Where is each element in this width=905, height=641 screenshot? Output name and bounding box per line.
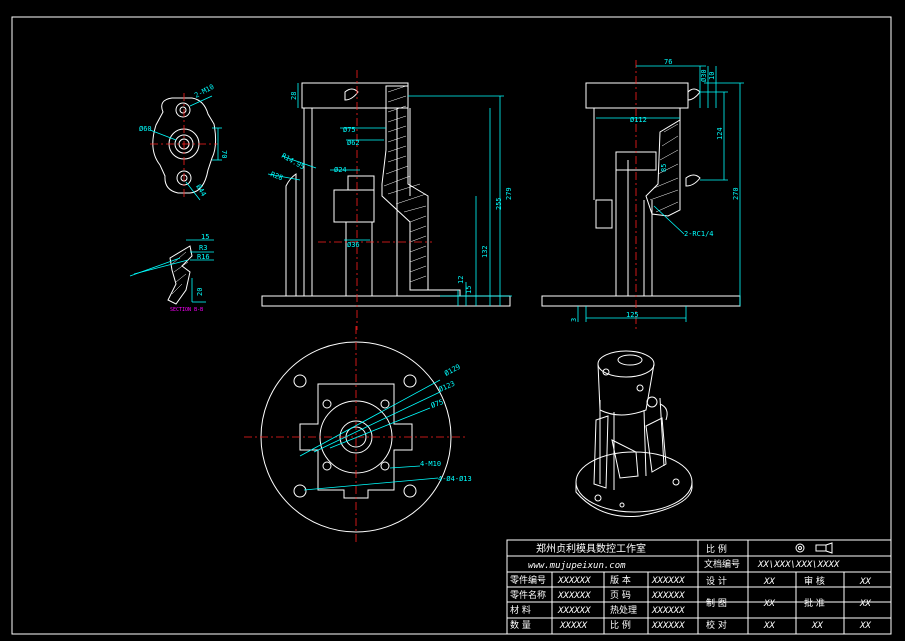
dim-70: 70 [220,150,228,158]
dim-28: 28 [290,92,298,100]
row1-value2: XXXXXX [651,576,685,586]
row1-label4: 审 核 [804,575,825,587]
row1-value1: XXXXXX [557,576,591,586]
row4-value3: XX [763,621,775,631]
studio-name: 郑州贞利模具数控工作室 [536,542,646,555]
row2-value1: XXXXXX [557,591,591,601]
row1-value4: XX [859,577,871,587]
sheet-border [11,16,892,635]
row4-value2: XXXXXX [651,621,685,631]
dim-d62: Ø62 [347,139,360,147]
row1-label1: 零件编号 [510,574,546,586]
dim-d75b: Ø75 [430,398,445,410]
dim-4-m10: 4-M10 [420,460,441,468]
row4-value1: XXXXX [559,621,588,631]
dim-132: 132 [481,245,489,258]
dim-76: 76 [664,58,672,66]
dim-12: 12 [457,276,465,284]
dim-125: 125 [626,311,639,319]
row1-value3: XX [763,577,775,587]
dim-10: 10 [708,72,716,80]
row2-label2: 页 码 [610,590,631,601]
front-section-view: 28 Ø75 Ø62 R14.95 R28 Ø24 Ø36 279 255 13… [261,70,513,330]
row3-label4: 批 准 [804,597,825,609]
dim-2-m10: 2-M10 [193,83,215,100]
row4-label3: 校 对 [706,619,727,631]
row4-label4: XX [811,621,823,631]
dim-d60: Ø60 [139,125,152,133]
side-view: 76 Ø30 10 Ø112 124 270 85 2-RC1/4 125 3 [541,58,744,330]
dim-4-d13: 4-Ø4-Ø13 [438,475,472,483]
dim-2-rc1-4: 2-RC1/4 [684,230,714,238]
file-number: XX\XXX\XXX\XXXX [757,560,840,570]
website: www.mujupeixun.com [528,561,626,571]
flange-detail-view: 2-M10 Ø60 70 Ø44 [139,83,228,201]
title-block: 郑州贞利模具数控工作室 www.mujupeixun.com 比 例 文档编号 … [506,539,892,635]
row3-label2: 热处理 [610,604,637,616]
isometric-view [575,350,693,517]
dim-r28: R28 [269,170,284,182]
row2-label1: 零件名称 [510,589,546,601]
dim-r14: R14.95 [280,152,306,172]
dim-d30: Ø30 [700,69,708,82]
row3-value1: XXXXXX [557,606,591,616]
dim-d123: Ø123 [438,380,457,394]
row1-label3: 设 计 [706,575,727,587]
row3-value2: XXXXXX [651,606,685,616]
label-file-no: 文档编号 [704,558,740,570]
section-bb-detail: 15 R3 R16 20 SECTION B-B [129,233,214,313]
dim-255: 255 [495,197,503,210]
dim-15: 15 [201,233,209,241]
dim-124: 124 [716,127,724,140]
dim-r3: R3 [199,244,207,252]
dim-d112: Ø112 [630,116,647,124]
row4-value4: XX [859,621,871,631]
label-scale: 比 例 [706,543,727,555]
dim-279: 279 [505,187,513,200]
dim-85: 85 [660,164,668,172]
row3-value4: XX [859,599,871,609]
dim-r16: R16 [197,253,210,261]
dim-15b: 15 [465,286,473,294]
section-bb-label: SECTION B-B [170,307,203,313]
row3-label3: 制 图 [706,597,727,609]
dim-d36: Ø36 [347,241,360,249]
row3-value3: XX [763,599,775,609]
dim-20: 20 [196,288,204,296]
row4-label2: 比 例 [610,619,631,631]
row4-label1: 数 量 [510,619,531,631]
bottom-plan-view: Ø129 Ø123 Ø75 4-M10 4-Ø4-Ø13 [244,326,472,542]
dim-270: 270 [732,187,740,200]
row1-label2: 版 本 [610,574,631,586]
dim-3: 3 [570,318,578,322]
row2-value2: XXXXXX [651,591,685,601]
dim-d129: Ø129 [443,363,462,378]
dim-d75: Ø75 [343,126,356,134]
dim-d24: Ø24 [334,166,347,174]
row3-label1: 材 料 [510,604,531,616]
